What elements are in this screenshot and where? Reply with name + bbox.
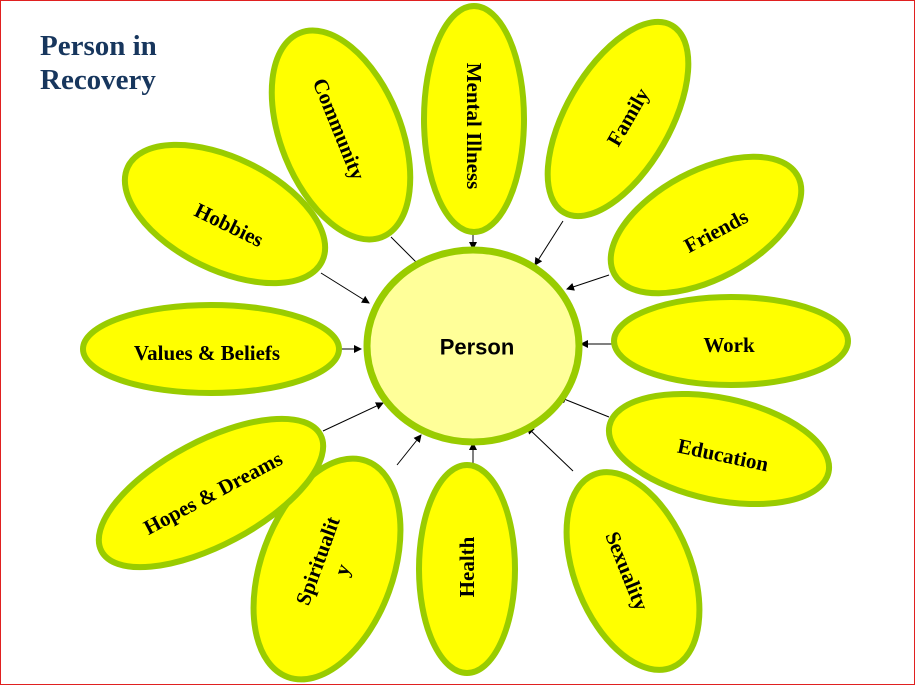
- petal-health: Health: [416, 462, 518, 676]
- petal-values-beliefs: Values & Beliefs: [80, 302, 342, 396]
- arrow-sexuality: [526, 426, 574, 472]
- petal-friends: Friends: [607, 153, 805, 297]
- petal-education: Education: [605, 390, 833, 508]
- title-line-1: Person in: [40, 30, 157, 62]
- petal-work: Work: [611, 294, 851, 388]
- petal-community: Community: [268, 27, 414, 243]
- slide-title: Person in Recovery: [40, 29, 157, 97]
- petal-label-values-beliefs: Values & Beliefs: [134, 341, 280, 365]
- petal-family: Family: [544, 18, 692, 220]
- petal-sexuality: Sexuality: [563, 469, 703, 673]
- petal-hobbies: Hobbies: [121, 141, 329, 287]
- arrow-hopes-dreams: [322, 402, 384, 432]
- petal-mental-illness: Mental Illness: [421, 3, 527, 235]
- center-person: Person: [363, 246, 583, 446]
- arrow-spirituality: [396, 434, 422, 466]
- petal-label-health: Health: [455, 536, 479, 597]
- petal-spirituality: Spiritualit y: [250, 455, 404, 683]
- petal-hopes-dreams: Hopes & Dreams: [95, 415, 327, 571]
- title-line-2: Recovery: [40, 64, 156, 96]
- arrow-family: [534, 220, 564, 266]
- center-label: Person: [440, 335, 515, 360]
- arrow-education: [558, 395, 610, 418]
- petal-label-mental-illness: Mental Illness: [462, 63, 486, 190]
- connector-arrows: [320, 220, 617, 472]
- arrow-friends: [566, 274, 610, 291]
- petal-label-work: Work: [703, 333, 755, 357]
- arrow-hobbies: [320, 272, 370, 304]
